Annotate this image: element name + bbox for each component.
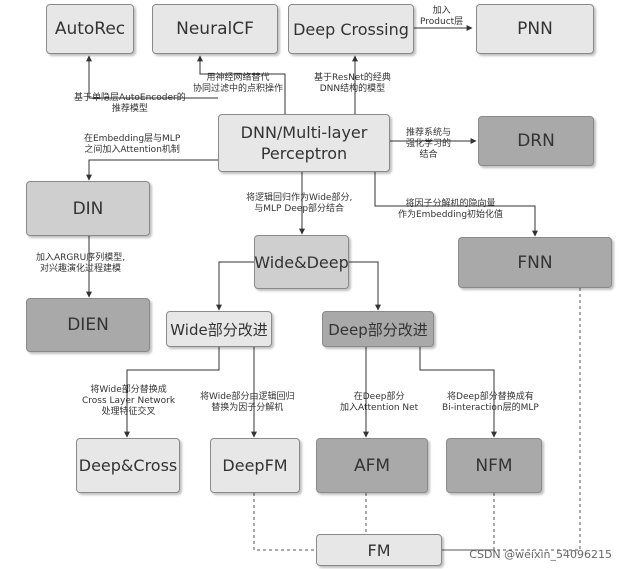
watermark: CSDN @weixin_54096215: [469, 548, 612, 561]
label-afm-line1: 在Deep部分: [353, 392, 405, 402]
node-fnn: FNN: [458, 237, 612, 288]
label-fnn-line1: 将因子分解机的隐向量: [405, 199, 496, 209]
label-neuralcf-line1: 用神经网络替代: [206, 73, 270, 83]
node-widedeep: Wide&Deep: [254, 235, 349, 289]
label-afm-line2: 加入Attention Net: [340, 403, 419, 413]
node-autorec: AutoRec: [46, 4, 134, 54]
label-neuralcf-line2: 协同过滤中的点积操作: [193, 84, 284, 94]
label-dien: 加入ARGRU序列模型, 对兴趣演化过程建模: [36, 253, 125, 275]
node-fm: FM: [316, 534, 442, 566]
label-autorec: 基于单隐层AutoEncoder的 推荐模型: [74, 93, 186, 115]
node-deepfm: DeepFM: [210, 438, 300, 493]
label-deepcrossing: 基于ResNet的经典 DNN结构的模型: [314, 73, 391, 95]
edge-autorec: [86, 55, 218, 99]
label-dien-line2: 对兴趣演化过程建模: [40, 264, 122, 274]
edge-fnn: [374, 172, 538, 237]
label-fnn-line2: 作为Embedding初始化值: [398, 210, 504, 220]
label-widedeep-line1: 将逻辑回归作为Wide部分,: [246, 193, 353, 203]
label-deepfm-line1: 将Wide部分由逻辑回归: [200, 392, 295, 402]
label-nfm-line1: 将Deep部分替换成有: [447, 392, 534, 402]
node-wide-improve: Wide部分改进: [166, 311, 272, 347]
label-pnn-line2: Product层: [420, 17, 464, 27]
edge-neuralcf: [197, 55, 286, 114]
label-deepcross: 将Wide部分替换成 Cross Layer Network 处理特征交叉: [82, 385, 175, 418]
label-drn-line1: 推荐系统与: [406, 128, 452, 138]
label-autorec-line1: 基于单隐层AutoEncoder的: [74, 93, 186, 103]
edge-din: [86, 159, 218, 181]
node-deep-improve: Deep部分改进: [322, 311, 434, 347]
edge-wide-improve: [216, 261, 254, 311]
label-deepcross-line2: Cross Layer Network: [82, 396, 176, 406]
label-din-line1: 在Embedding层与MLP: [84, 134, 181, 144]
label-drn-line2: 强化学习的: [406, 139, 452, 149]
label-nfm-line2: Bi-interaction层的MLP: [442, 403, 539, 413]
edge-deep-improve: [349, 261, 381, 311]
edge-deepcross: [124, 347, 220, 438]
edge-fm-nfm: [442, 493, 495, 551]
node-dnn-line1: DNN/Multi-layer: [240, 123, 368, 142]
label-pnn: 加入 Product层: [420, 6, 463, 28]
label-deepfm-line2: 替换为因子分解机: [211, 403, 284, 413]
node-deepcrossing: Deep Crossing: [288, 4, 414, 54]
label-pnn-line1: 加入: [432, 6, 451, 16]
edge-fm-fnn: [442, 288, 581, 551]
node-drn: DRN: [478, 116, 594, 166]
edge-fm-deepfm: [253, 493, 316, 551]
label-fnn: 将因子分解机的隐向量 作为Embedding初始化值: [398, 199, 503, 221]
label-widedeep-line2: 与MLP Deep部分结合: [254, 204, 345, 214]
node-afm: AFM: [316, 438, 428, 493]
node-dien: DIEN: [26, 298, 150, 352]
label-autorec-line2: 推荐模型: [111, 104, 148, 114]
node-nfm: NFM: [446, 438, 542, 493]
label-drn-line3: 结合: [419, 150, 438, 160]
label-deepcrossing-line2: DNN结构的模型: [319, 84, 386, 94]
label-dien-line1: 加入ARGRU序列模型,: [36, 253, 126, 263]
node-pnn: PNN: [476, 4, 594, 54]
label-deepfm: 将Wide部分由逻辑回归 替换为因子分解机: [200, 392, 294, 414]
label-din-line2: 之间加入Attention机制: [84, 145, 180, 155]
node-dnn: DNN/Multi-layer Perceptron: [218, 114, 390, 172]
label-widedeep: 将逻辑回归作为Wide部分, 与MLP Deep部分结合: [246, 193, 352, 215]
label-deepcross-line3: 处理特征交叉: [101, 407, 156, 417]
node-deepcross: Deep&Cross: [76, 438, 180, 493]
label-drn: 推荐系统与 强化学习的 结合: [406, 128, 451, 161]
node-neuralcf: NeuralCF: [152, 4, 278, 54]
label-din: 在Embedding层与MLP 之间加入Attention机制: [84, 134, 180, 156]
label-deepcrossing-line1: 基于ResNet的经典: [314, 73, 391, 83]
label-afm: 在Deep部分 加入Attention Net: [340, 392, 418, 414]
label-deepcross-line1: 将Wide部分替换成: [90, 385, 167, 395]
node-dnn-line2: Perceptron: [260, 144, 348, 163]
node-din: DIN: [26, 181, 150, 236]
label-nfm: 将Deep部分替换成有 Bi-interaction层的MLP: [442, 392, 539, 414]
label-neuralcf: 用神经网络替代 协同过滤中的点积操作: [193, 73, 283, 95]
edge-nfm: [419, 347, 497, 438]
